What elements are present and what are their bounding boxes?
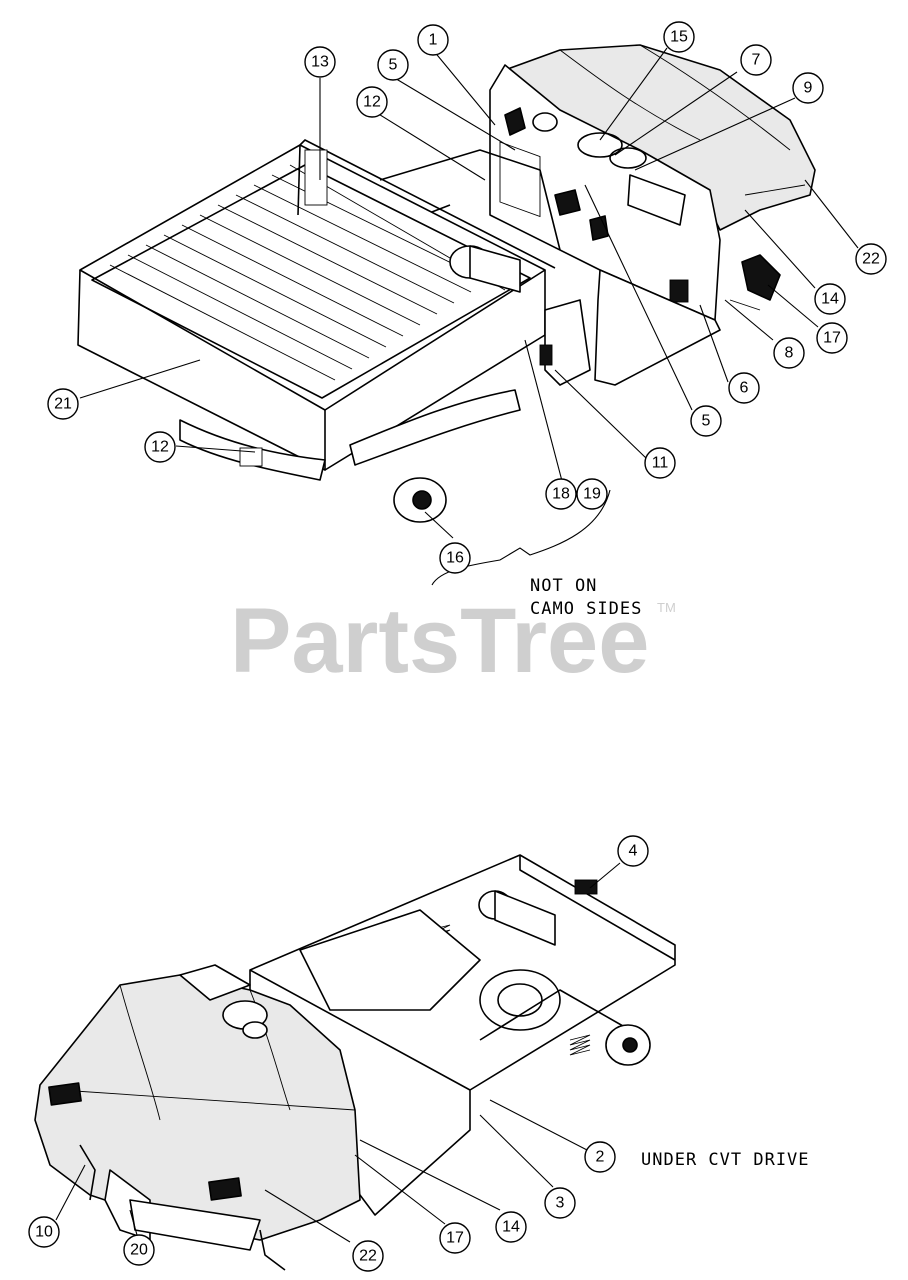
note-under-cvt: UNDER CVT DRIVE — [641, 1150, 810, 1170]
callout-14b: 14 — [495, 1211, 527, 1243]
callout-17b: 17 — [439, 1222, 471, 1254]
svg-text:17: 17 — [446, 1230, 464, 1247]
svg-text:15: 15 — [670, 29, 688, 46]
svg-text:21: 21 — [54, 396, 72, 413]
callout-15: 15 — [663, 21, 695, 53]
svg-text:10: 10 — [35, 1224, 53, 1241]
callout-21: 21 — [47, 388, 79, 420]
callout-11: 11 — [644, 447, 676, 479]
callout-22a: 22 — [855, 243, 887, 275]
svg-text:12: 12 — [363, 94, 381, 111]
note-not-on-line1: NOT ON — [530, 576, 597, 596]
callout-5a: 5 — [377, 49, 409, 81]
svg-text:4: 4 — [629, 843, 638, 860]
notes: NOT ON CAMO SIDES UNDER CVT DRIVE — [530, 576, 810, 1170]
callouts-top: 1 5 12 13 15 7 9 22 14 17 8 6 5 11 18 19… — [47, 21, 887, 574]
svg-text:14: 14 — [821, 291, 839, 308]
svg-text:12: 12 — [151, 439, 169, 456]
svg-text:17: 17 — [823, 330, 841, 347]
top-vehicle-illustration — [77, 44, 816, 523]
callout-12b: 12 — [144, 431, 176, 463]
svg-text:9: 9 — [804, 80, 813, 97]
svg-text:20: 20 — [130, 1242, 148, 1259]
svg-text:7: 7 — [752, 52, 761, 69]
callout-9: 9 — [792, 72, 824, 104]
svg-text:18: 18 — [552, 486, 570, 503]
svg-text:14: 14 — [502, 1219, 520, 1236]
svg-text:22: 22 — [359, 1248, 377, 1265]
svg-text:1: 1 — [429, 32, 438, 49]
watermark-text: PartsTree — [230, 590, 649, 692]
callout-19: 19 — [576, 478, 608, 510]
svg-text:6: 6 — [740, 380, 749, 397]
callout-17a: 17 — [816, 322, 848, 354]
svg-text:22: 22 — [862, 251, 880, 268]
callout-13: 13 — [304, 46, 336, 78]
note-not-on-line2: CAMO SIDES — [530, 599, 642, 619]
svg-text:5: 5 — [702, 413, 711, 430]
callout-2: 2 — [584, 1141, 616, 1173]
callouts-bottom: 4 2 3 14 17 22 20 10 — [28, 835, 649, 1272]
svg-text:5: 5 — [389, 57, 398, 74]
callout-3: 3 — [544, 1187, 576, 1219]
bottom-vehicle-illustration — [34, 854, 676, 1271]
callout-1: 1 — [417, 24, 449, 56]
svg-text:13: 13 — [311, 54, 329, 71]
callout-20: 20 — [123, 1234, 155, 1266]
callout-16: 16 — [439, 542, 471, 574]
callout-6: 6 — [728, 372, 760, 404]
callout-8: 8 — [773, 337, 805, 369]
callout-22b: 22 — [352, 1240, 384, 1272]
watermark: PartsTree TM — [230, 590, 676, 692]
callout-5b: 5 — [690, 405, 722, 437]
watermark-tm: TM — [657, 600, 676, 615]
leader-lines — [55, 47, 859, 1243]
svg-text:3: 3 — [556, 1195, 565, 1212]
callout-10: 10 — [28, 1216, 60, 1248]
svg-text:11: 11 — [652, 455, 669, 472]
svg-text:8: 8 — [785, 345, 794, 362]
callout-14a: 14 — [814, 283, 846, 315]
svg-text:2: 2 — [596, 1149, 605, 1166]
svg-text:19: 19 — [583, 486, 601, 503]
callout-7: 7 — [740, 44, 772, 76]
svg-text:16: 16 — [446, 550, 464, 567]
callout-18: 18 — [545, 478, 577, 510]
callout-12a: 12 — [356, 86, 388, 118]
callout-4: 4 — [617, 835, 649, 867]
